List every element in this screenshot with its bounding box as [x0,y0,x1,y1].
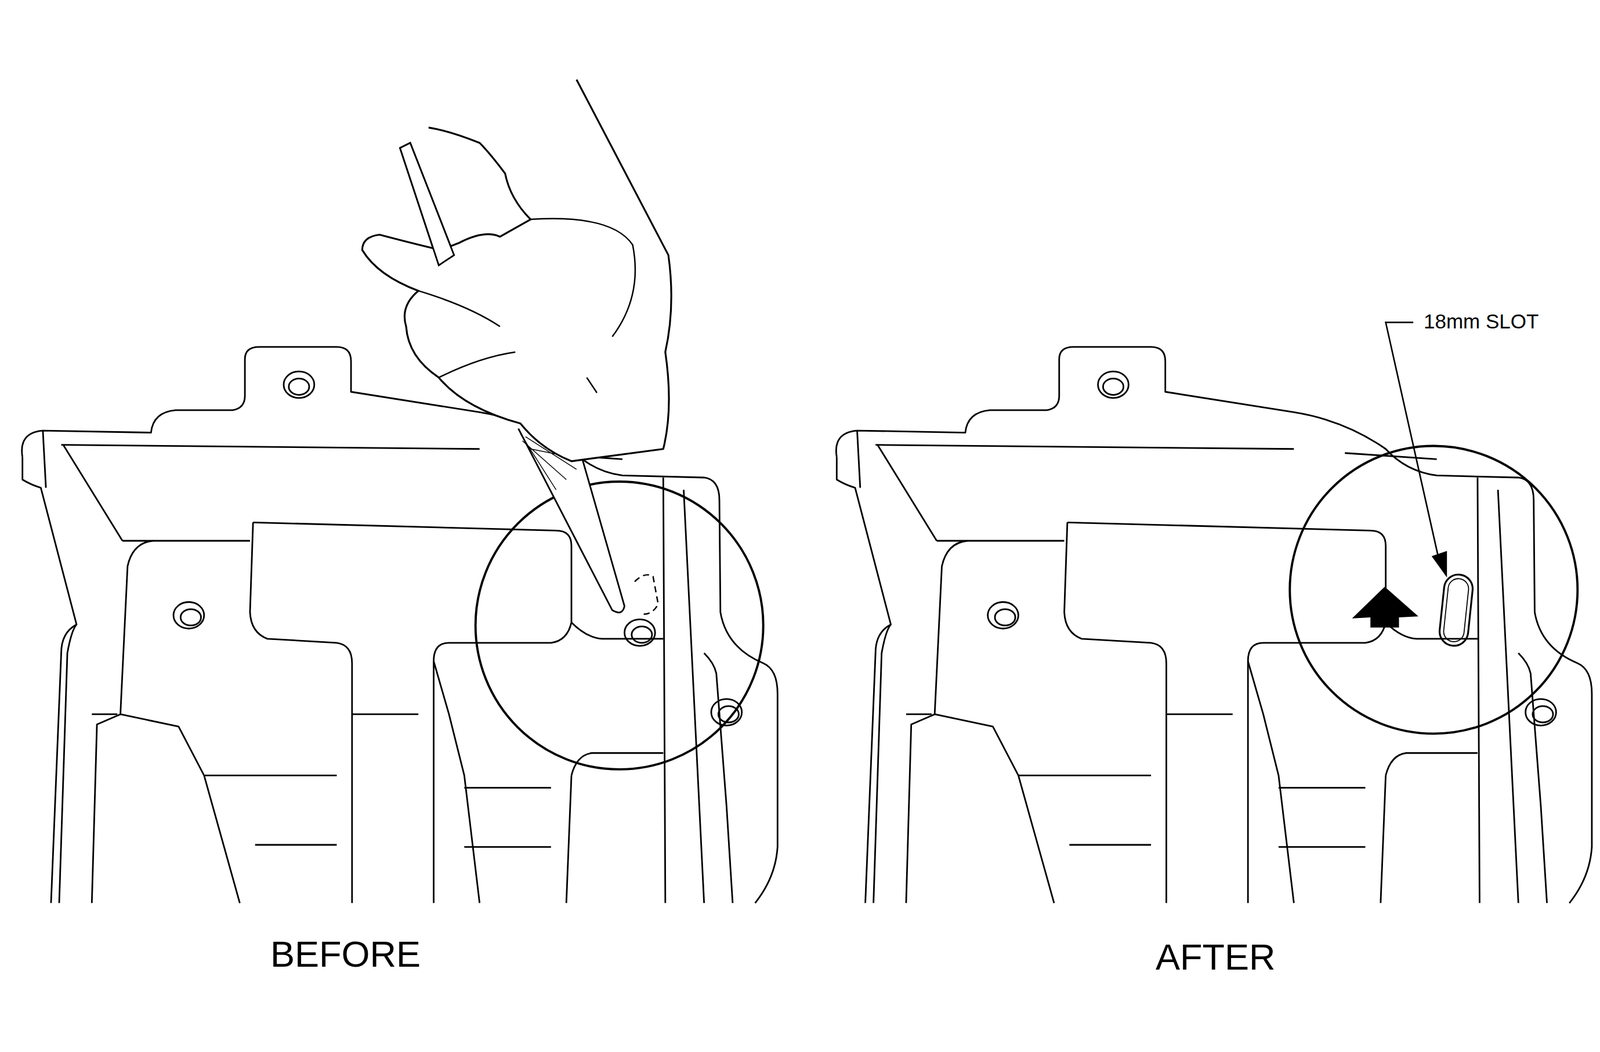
view-caption: AFTER [1153,936,1279,977]
view-caption: BEFORE [268,934,423,975]
dimension-callout: 18mm SLOT [1421,310,1541,333]
